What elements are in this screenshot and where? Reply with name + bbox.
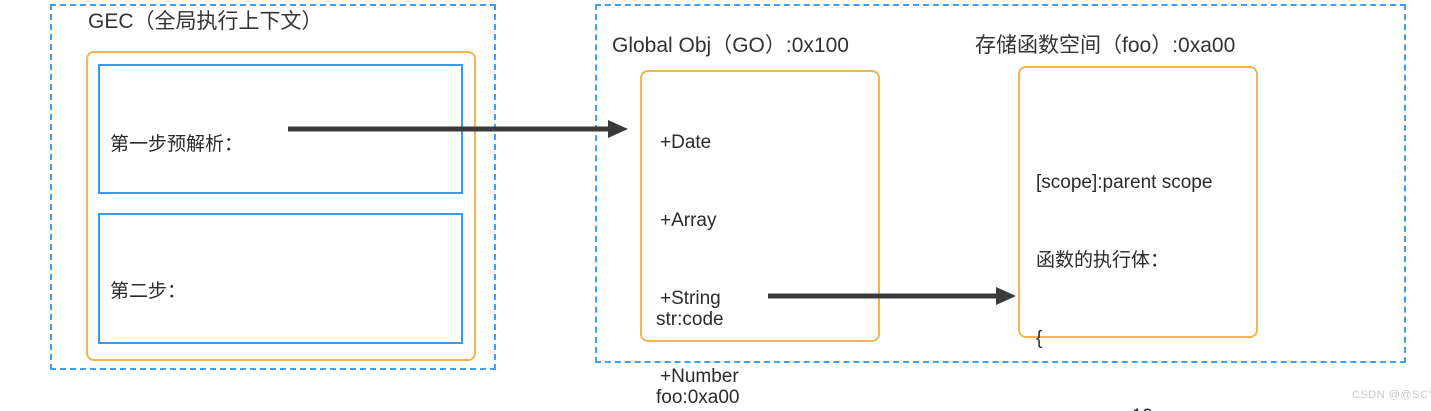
- function-space-line-0: [scope]:parent scope: [1036, 172, 1213, 193]
- global-obj-code-ref: str:code foo:0xa00: [656, 255, 739, 411]
- function-space-line-1: 函数的执行体：: [1036, 250, 1170, 271]
- heap-dashed-group: [595, 4, 1406, 363]
- global-obj-code-ref-1: foo:0xa00: [656, 387, 740, 408]
- function-space-box: [1018, 66, 1258, 338]
- gec-caption: GEC（全局执行上下文）: [88, 10, 323, 33]
- step-two-spacer: [110, 357, 224, 383]
- global-obj-prop-1: +Array: [660, 210, 717, 231]
- gec-dashed-group: [50, 4, 496, 370]
- global-obj-caption: Global Obj（GO）:0x100: [612, 34, 849, 57]
- function-space-caption: 存储函数空间（foo）:0xa00: [975, 34, 1236, 57]
- global-obj-code-ref-0: str:code: [656, 309, 724, 330]
- step-two-text: 第二步： 开始执行函数: [110, 227, 224, 411]
- function-space-body: [scope]:parent scope 函数的执行体： { var age =…: [1036, 118, 1212, 411]
- function-space-line-3: var age = 10: [1036, 404, 1212, 411]
- watermark: CSDN @@SCY: [1352, 389, 1431, 401]
- step-two-box: [98, 213, 463, 344]
- global-obj-prop-2: +String: [660, 288, 721, 309]
- step-one-line-1: 第一步预解析：: [110, 134, 244, 155]
- function-space-line-2: {: [1036, 328, 1043, 349]
- global-obj-properties: +Date +Array +String +Number +SetTimeOut…: [660, 78, 772, 411]
- step-two-line-1: 第二步：: [110, 281, 187, 302]
- global-obj-prop-3: +Number: [660, 366, 739, 387]
- global-obj-prop-0: +Date: [660, 132, 712, 153]
